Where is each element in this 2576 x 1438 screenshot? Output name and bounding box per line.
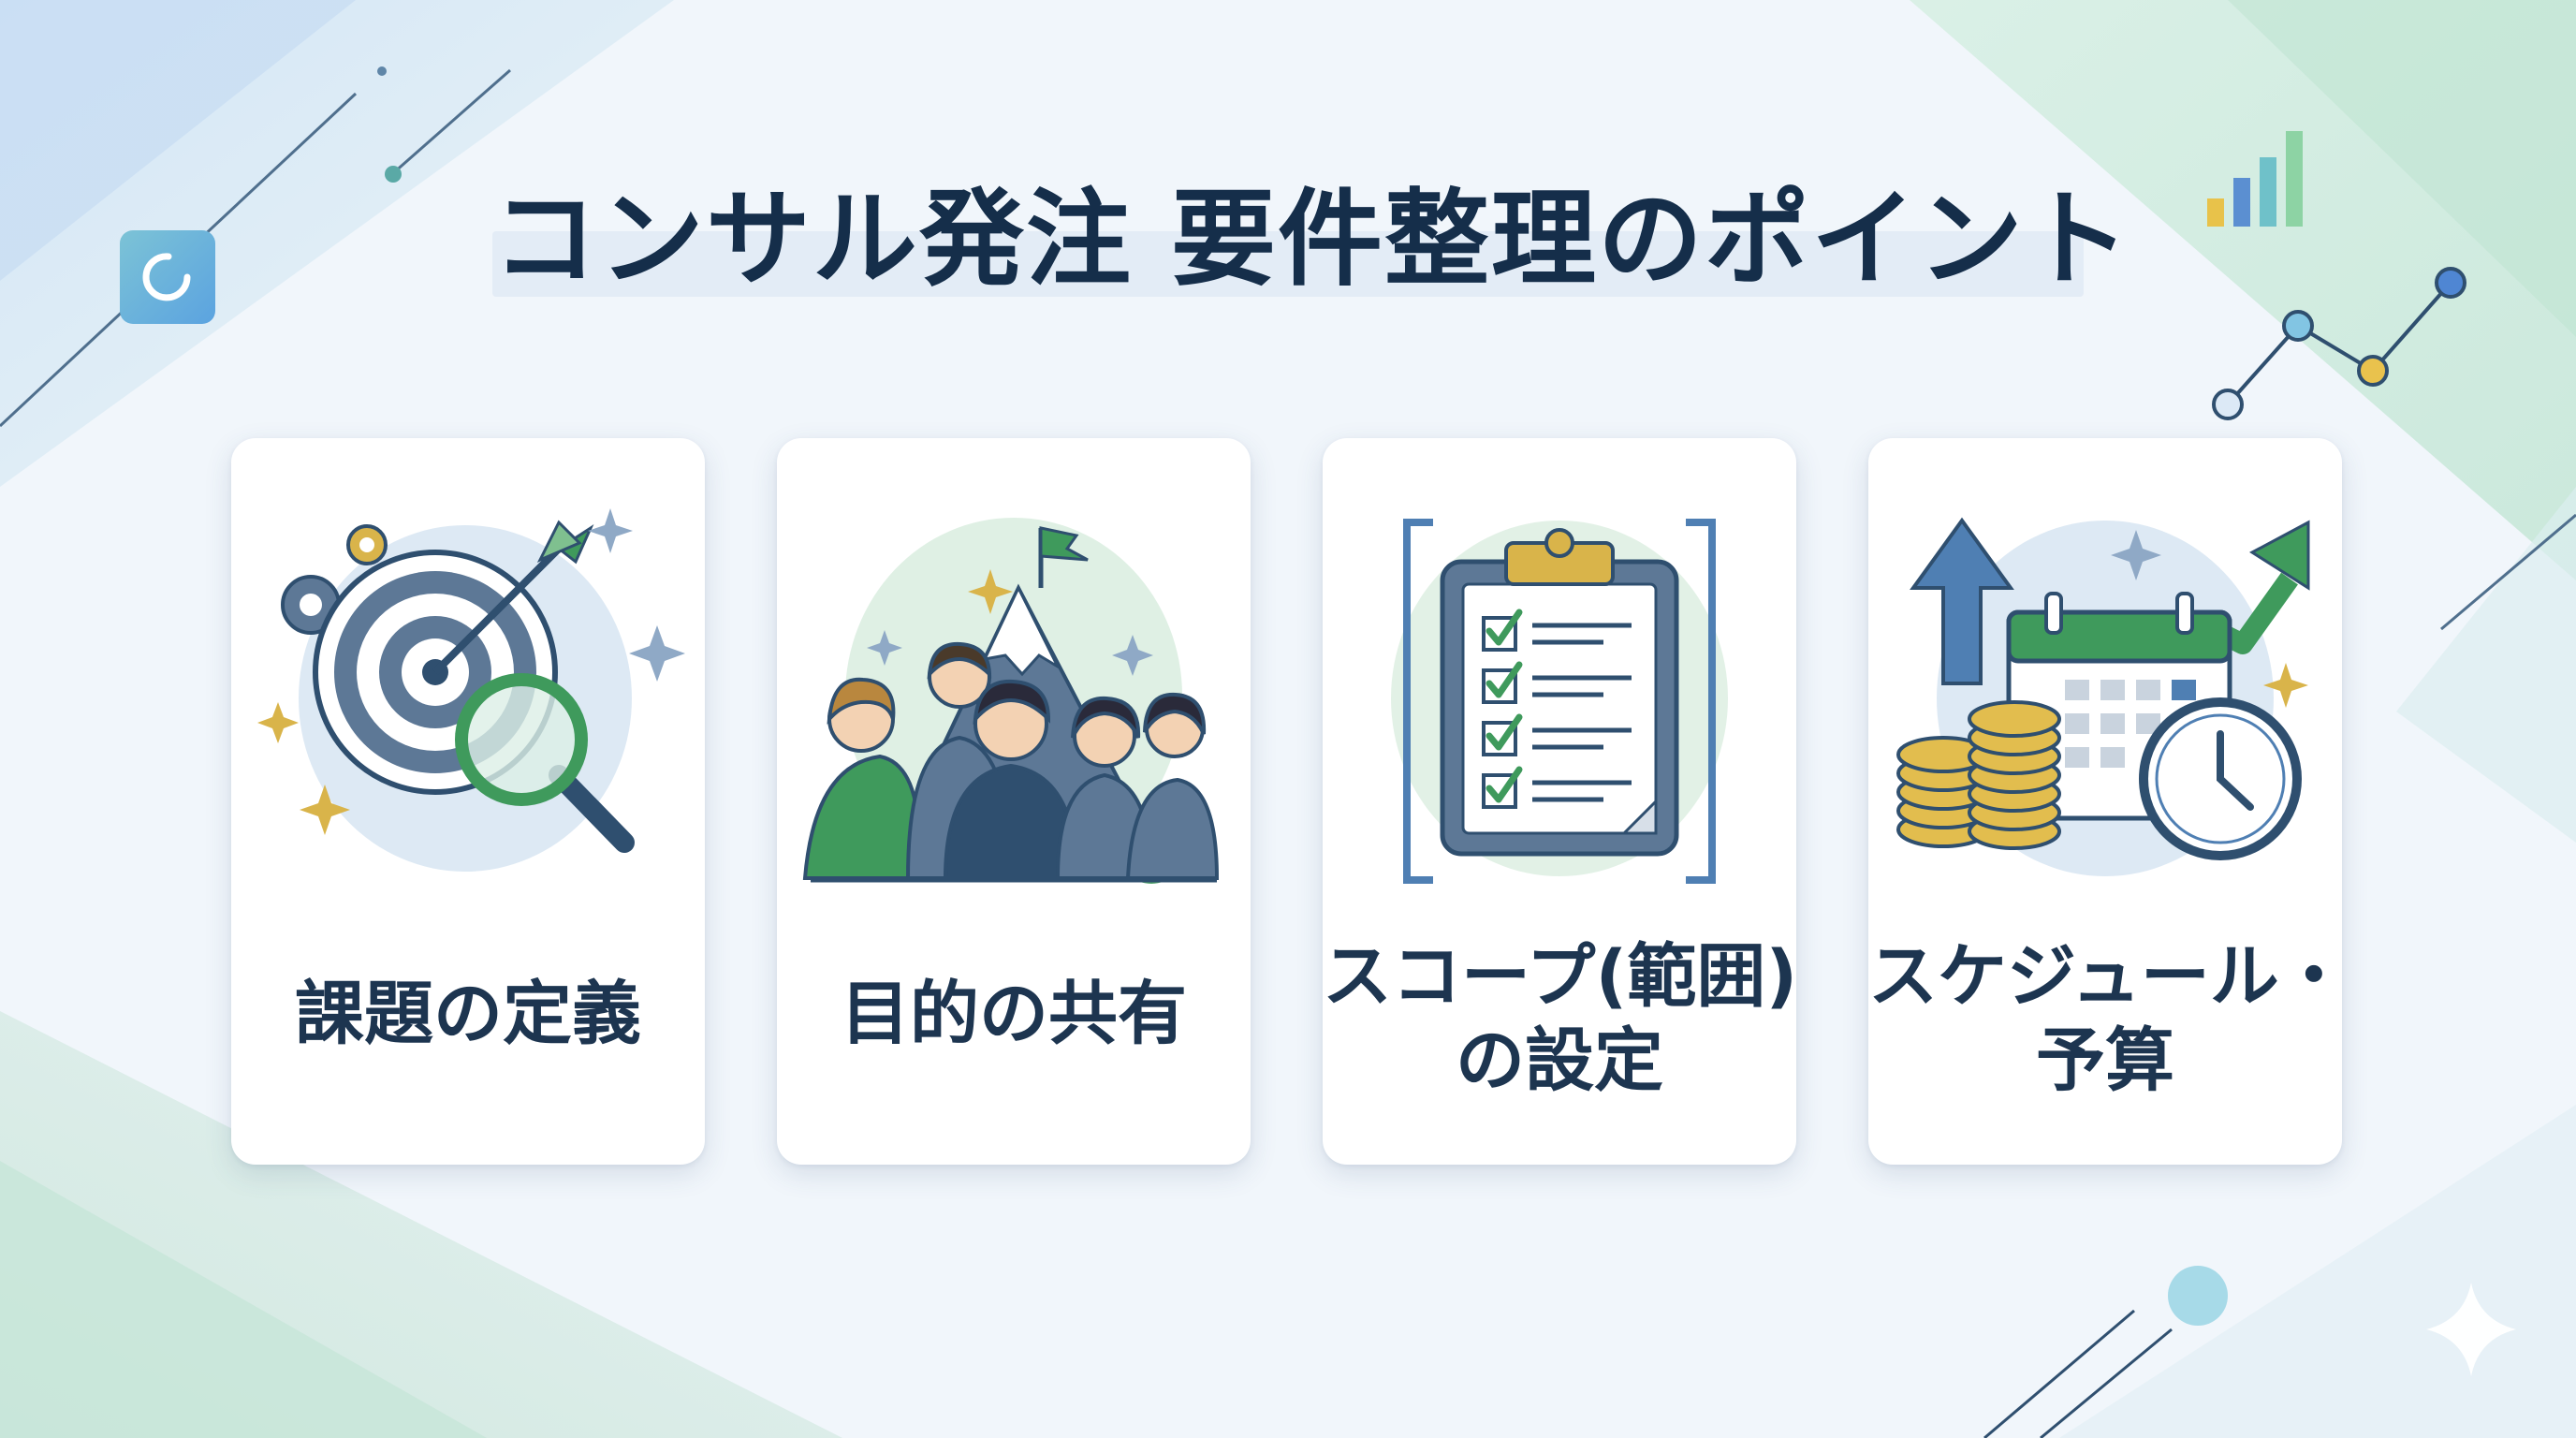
card-label: 目的の共有 <box>777 972 1251 1056</box>
card-scope-setting: スコープ(範囲) の設定 <box>1323 438 1798 1165</box>
clipboard-checklist-icon <box>1391 519 1728 884</box>
line-chart-icon <box>2212 267 2466 420</box>
card-schedule-budget: スケジュール・ 予算 <box>1868 438 2349 1165</box>
card-label-line: 予算 <box>2036 1020 2174 1101</box>
card-shared-goal: 目的の共有 <box>777 438 1251 1165</box>
card-label-line: スコープ(範囲) <box>1323 936 1798 1017</box>
bar-chart-icon <box>2207 131 2303 227</box>
decor-bubble <box>2168 1266 2228 1326</box>
title-area: コンサル発注 要件整理のポイント <box>492 179 2130 301</box>
card-label: スコープ(範囲) の設定 <box>1323 934 1798 1103</box>
card-problem-definition: 課題の定義 <box>231 438 705 1165</box>
target-magnifier-icon <box>257 508 685 872</box>
sparkle-icon <box>2426 1283 2516 1376</box>
title-highlight <box>492 231 2084 297</box>
card-label: スケジュール・ 予算 <box>1868 934 2349 1103</box>
card-label: 課題の定義 <box>231 972 705 1056</box>
team-mountain-icon <box>802 518 1220 884</box>
card-label-line: 課題の定義 <box>295 974 641 1054</box>
card-label-line: の設定 <box>1456 1020 1663 1101</box>
refresh-badge-icon <box>120 230 215 324</box>
calendar-coins-icon <box>1896 517 2310 876</box>
card-label-line: スケジュール・ <box>1868 936 2349 1017</box>
page-title: コンサル発注 要件整理のポイント <box>492 179 2131 301</box>
card-label-line: 目的の共有 <box>841 974 1187 1054</box>
